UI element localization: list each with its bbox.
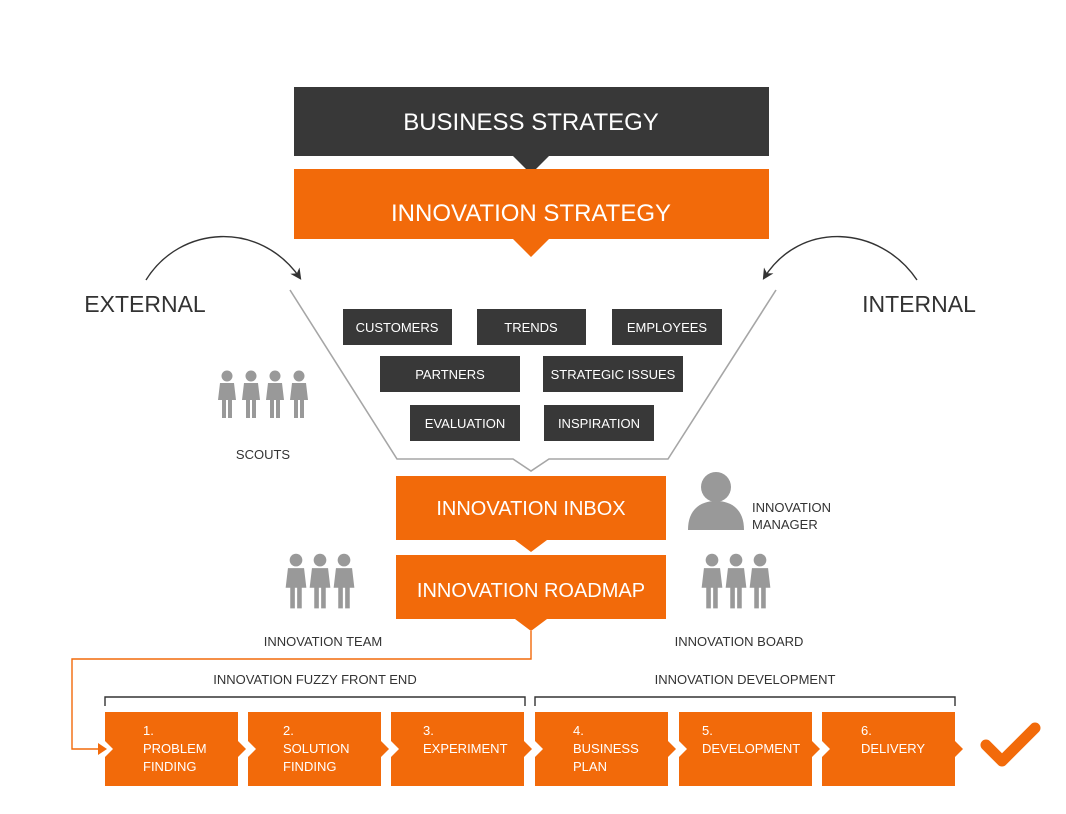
- innovation-roadmap-label: INNOVATION ROADMAP: [417, 580, 645, 602]
- step-number: 2.: [283, 723, 294, 738]
- source-label: EMPLOYEES: [627, 320, 708, 335]
- source-inspiration: INSPIRATION: [544, 405, 654, 441]
- innovation-strategy-block: INNOVATION STRATEGY: [294, 169, 769, 257]
- step-delivery: 6. DELIVERY: [822, 712, 963, 786]
- development-bracket: [534, 696, 956, 706]
- fuzzy-front-end-label: INNOVATION FUZZY FRONT END: [213, 672, 416, 687]
- step-number: 4.: [573, 723, 584, 738]
- step-development: 5. DEVELOPMENT: [679, 712, 820, 786]
- innovation-team-label: INNOVATION TEAM: [264, 634, 382, 649]
- source-label: STRATEGIC ISSUES: [551, 367, 676, 382]
- source-employees: EMPLOYEES: [612, 309, 722, 345]
- step-label-line1: EXPERIMENT: [423, 741, 508, 756]
- innovation-roadmap-block: INNOVATION ROADMAP: [396, 555, 666, 631]
- external-label: EXTERNAL: [84, 291, 206, 317]
- fuzzy-front-end-bracket: [104, 696, 526, 706]
- group-of-three-people-icon: [285, 553, 355, 609]
- innovation-inbox-label: INNOVATION INBOX: [436, 498, 625, 520]
- step-label-line1: SOLUTION: [283, 741, 349, 756]
- source-label: PARTNERS: [415, 367, 485, 382]
- step-label-line2: PLAN: [573, 759, 607, 774]
- connector-arrowhead: [98, 743, 107, 755]
- innovation-manager-label-line2: MANAGER: [752, 517, 818, 532]
- source-trends: TRENDS: [477, 309, 586, 345]
- step-problem-finding: 1. PROBLEM FINDING: [105, 712, 246, 786]
- step-label-line2: FINDING: [143, 759, 196, 774]
- innovation-inbox-block: INNOVATION INBOX: [396, 476, 666, 552]
- source-label: EVALUATION: [425, 416, 505, 431]
- external-curved-arrow: [145, 235, 302, 281]
- person-icon: [688, 472, 744, 530]
- step-experiment: 3. EXPERIMENT: [391, 712, 532, 786]
- checkmark-icon: [980, 722, 1041, 767]
- group-of-four-people-icon: [218, 370, 308, 418]
- scouts-label: SCOUTS: [236, 447, 291, 462]
- source-label: CUSTOMERS: [356, 320, 439, 335]
- group-of-three-people-icon: [701, 553, 771, 609]
- step-label-line1: BUSINESS: [573, 741, 639, 756]
- step-number: 6.: [861, 723, 872, 738]
- source-customers: CUSTOMERS: [343, 309, 452, 345]
- source-evaluation: EVALUATION: [410, 405, 520, 441]
- step-label-line1: DEVELOPMENT: [702, 741, 800, 756]
- source-strategic-issues: STRATEGIC ISSUES: [543, 356, 683, 392]
- internal-label: INTERNAL: [862, 291, 976, 317]
- step-number: 5.: [702, 723, 713, 738]
- step-label-line2: FINDING: [283, 759, 336, 774]
- roadmap-to-steps-connector: [71, 631, 532, 750]
- innovation-strategy-label: INNOVATION STRATEGY: [391, 200, 671, 227]
- step-label-line1: DELIVERY: [861, 741, 925, 756]
- innovation-board-label: INNOVATION BOARD: [675, 634, 804, 649]
- step-number: 3.: [423, 723, 434, 738]
- source-label: INSPIRATION: [558, 416, 640, 431]
- step-number: 1.: [143, 723, 154, 738]
- innovation-manager-label-line1: INNOVATION: [752, 500, 831, 515]
- source-partners: PARTNERS: [380, 356, 520, 392]
- internal-curved-arrow: [762, 235, 918, 281]
- step-business-plan: 4. BUSINESS PLAN: [535, 712, 676, 786]
- step-label-line1: PROBLEM: [143, 741, 207, 756]
- business-strategy-label: BUSINESS STRATEGY: [403, 109, 659, 136]
- step-solution-finding: 2. SOLUTION FINDING: [248, 712, 389, 786]
- source-label: TRENDS: [504, 320, 558, 335]
- funnel-outline: [289, 289, 777, 472]
- development-phase-label: INNOVATION DEVELOPMENT: [655, 672, 836, 687]
- business-strategy-block: BUSINESS STRATEGY: [294, 87, 769, 174]
